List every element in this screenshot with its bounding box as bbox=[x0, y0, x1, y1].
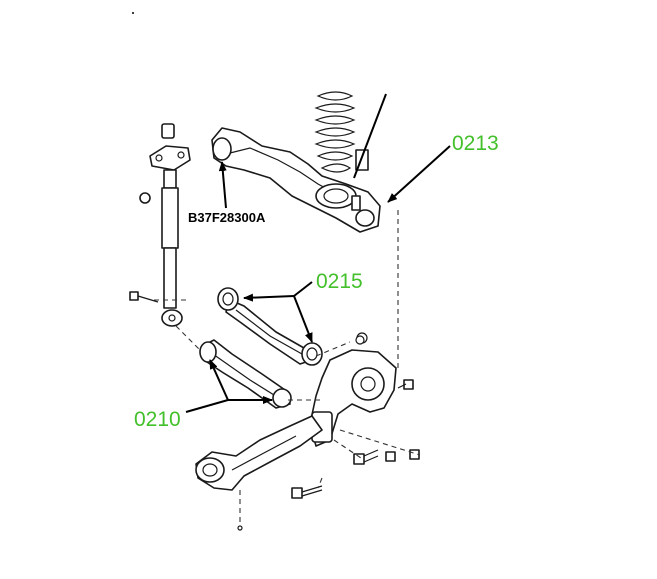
coil-spring-icon bbox=[314, 91, 369, 173]
upper-control-arm-icon bbox=[211, 127, 381, 233]
alignment-lines bbox=[150, 210, 421, 526]
lower-link-icon bbox=[199, 339, 292, 409]
stray-dot bbox=[132, 12, 134, 14]
shock-absorber-icon bbox=[139, 123, 191, 327]
camber-link-icon bbox=[217, 287, 323, 366]
callout-0213: 0213 bbox=[452, 132, 499, 155]
bolt-icon bbox=[237, 335, 420, 531]
callout-0210: 0210 bbox=[134, 408, 181, 431]
knuckle-icon bbox=[309, 332, 397, 447]
bolt-icon bbox=[129, 291, 159, 303]
callout-0215: 0215 bbox=[316, 270, 363, 293]
trailing-arm-icon bbox=[195, 415, 323, 491]
reference-code: B37F28300A bbox=[188, 210, 266, 225]
leader-arrows bbox=[185, 93, 451, 413]
